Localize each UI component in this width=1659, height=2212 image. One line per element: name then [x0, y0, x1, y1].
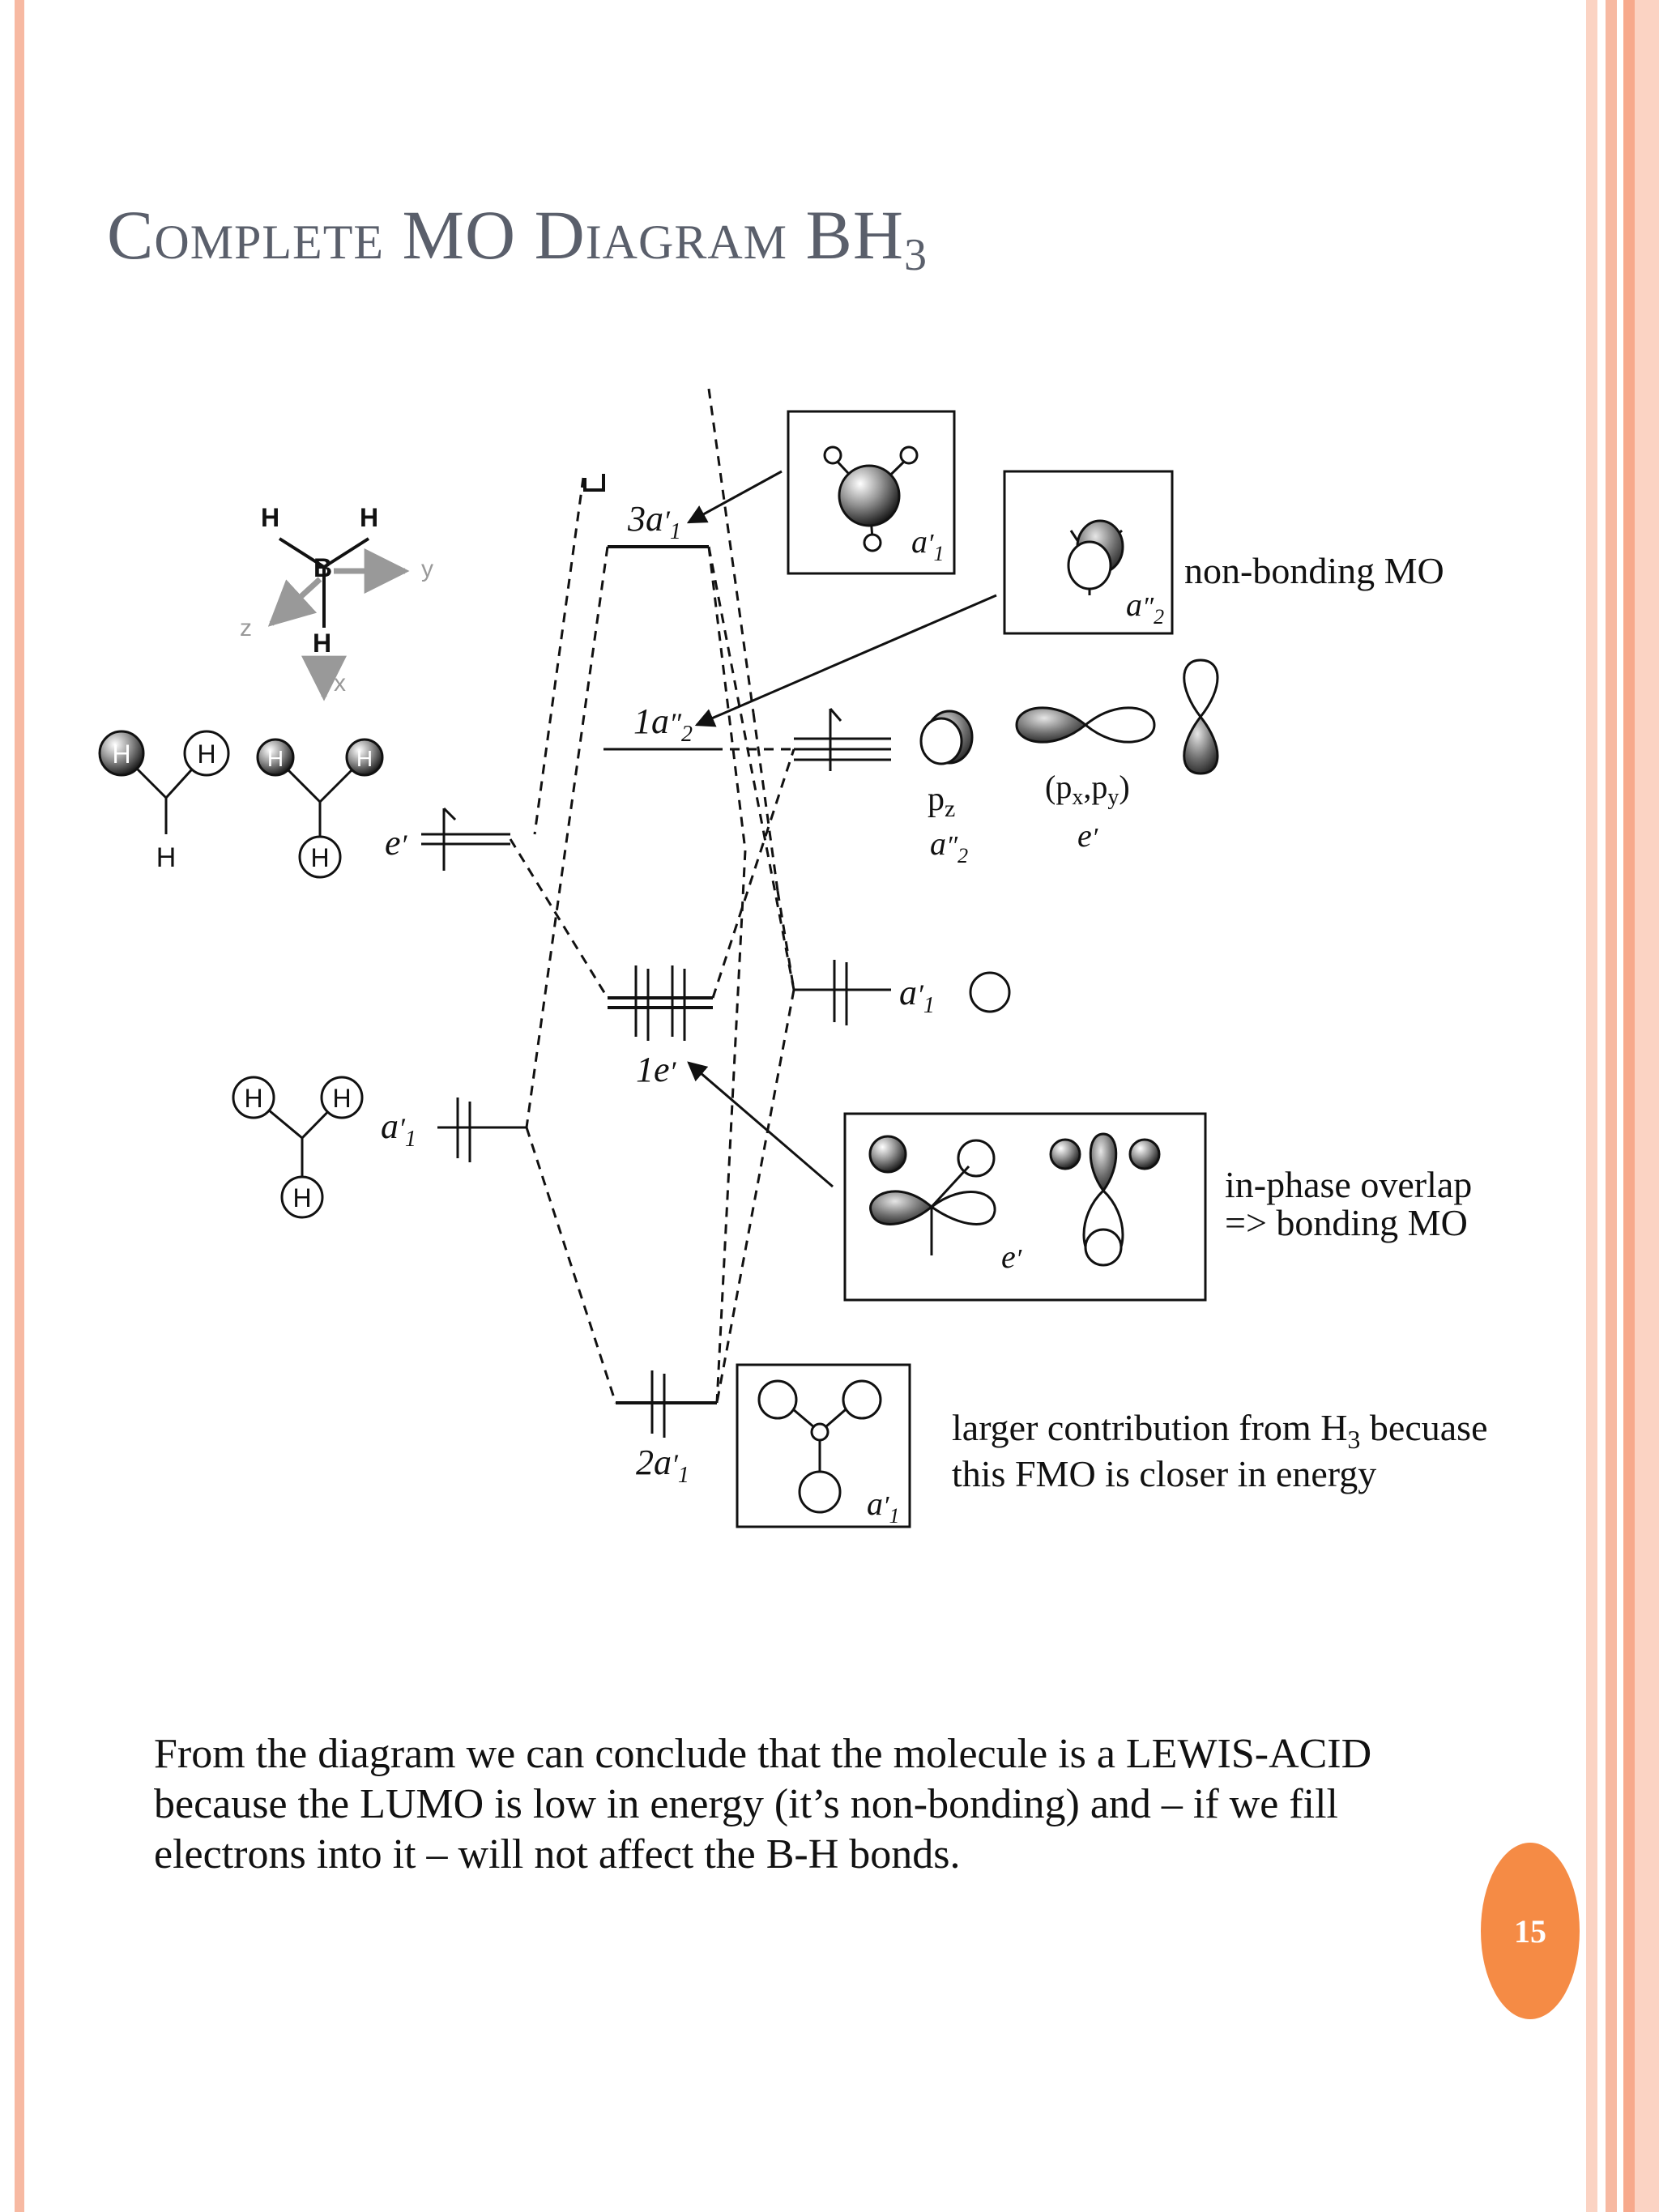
slide-title: Complete MO Diagram BH3	[107, 196, 928, 280]
annotation-larger-1: larger contribution from H3 becuase	[952, 1407, 1488, 1454]
box-nonbonding-label: a″2	[1126, 586, 1164, 629]
box-bonding-e-mo: e′	[843, 1112, 1207, 1302]
bh3-axes-sketch: H H B H y z x	[240, 503, 433, 701]
atom-h: H	[332, 1084, 351, 1113]
mo-levels: 3a′1 1a″2 1e′ 2a′1	[603, 499, 717, 1488]
label-e-left: e′	[385, 823, 408, 863]
label-2a1: 2a′1	[636, 1443, 689, 1488]
annotation-nonbonding: non-bonding MO	[1184, 550, 1444, 591]
label-pxpy: (px,py)	[1045, 769, 1130, 810]
label-pz: pz	[928, 781, 955, 822]
left-border	[15, 0, 24, 2212]
right-border-band-3	[1606, 0, 1617, 2212]
h3-a1-orbital: H H H	[232, 1076, 364, 1219]
page-number-badge: 15	[1481, 1843, 1580, 2019]
label-a1-right: a′1	[899, 973, 935, 1018]
label-1a2: 1a″2	[633, 701, 693, 747]
atom-h: H	[244, 1084, 262, 1113]
box-nonbonding-mo: a″2	[1003, 470, 1174, 635]
axes-x-label: x	[334, 670, 346, 697]
correlation-lines	[509, 388, 795, 1404]
box-2a1-mo: a′1	[736, 1363, 911, 1528]
annotation-inphase-2: => bonding MO	[1225, 1202, 1468, 1243]
axes-h-bottom: H	[313, 629, 331, 658]
label-1e: 1e′	[636, 1050, 677, 1089]
boron-levels: a′1	[794, 708, 1011, 1025]
atom-h: H	[197, 739, 215, 769]
right-border-band-1	[1586, 0, 1597, 2212]
right-border-band-4	[1617, 0, 1623, 2212]
right-border-band-5	[1623, 0, 1635, 2212]
box-3a1-label: a′1	[911, 523, 944, 565]
axes-h-right: H	[360, 503, 378, 532]
boron-orbitals: pz a″2 (px,py) e′	[919, 658, 1219, 867]
right-border-band-6	[1635, 0, 1659, 2212]
box-bonding-label: e′	[1001, 1238, 1022, 1275]
axes-y-label: y	[421, 556, 433, 582]
axes-h-left: H	[261, 503, 279, 532]
h3-e-orbitals: H H H H H H	[98, 730, 384, 879]
box-2a1-label: a′1	[867, 1485, 899, 1528]
annotation-larger-2: this FMO is closer in energy	[952, 1453, 1376, 1494]
atom-h: H	[112, 739, 130, 769]
label-a1-left: a′1	[381, 1106, 416, 1152]
axes-z-label: z	[240, 615, 252, 641]
axes-b: B	[313, 553, 332, 582]
atom-h: H	[310, 843, 329, 872]
arrow-to-1e	[687, 1061, 834, 1188]
box-3a1-mo: a′1	[787, 410, 956, 575]
atom-h: H	[292, 1183, 311, 1213]
atom-h: H	[356, 746, 373, 771]
arrow-to-3a1	[686, 470, 783, 524]
bracket-mark	[583, 474, 605, 492]
label-e-right: e′	[1077, 817, 1098, 854]
atom-h: H	[156, 842, 177, 873]
right-border-band-2	[1597, 0, 1606, 2212]
annotation-inphase-1: in-phase overlap	[1225, 1164, 1472, 1205]
label-3a1: 3a′1	[627, 499, 681, 544]
atom-h: H	[267, 746, 284, 771]
arrow-to-1a2	[694, 594, 997, 727]
label-a2-pz: a″2	[930, 825, 968, 867]
conclusion-text: From the diagram we can conclude that th…	[154, 1731, 1372, 1877]
h3-levels: e′ a′1	[381, 807, 527, 1162]
